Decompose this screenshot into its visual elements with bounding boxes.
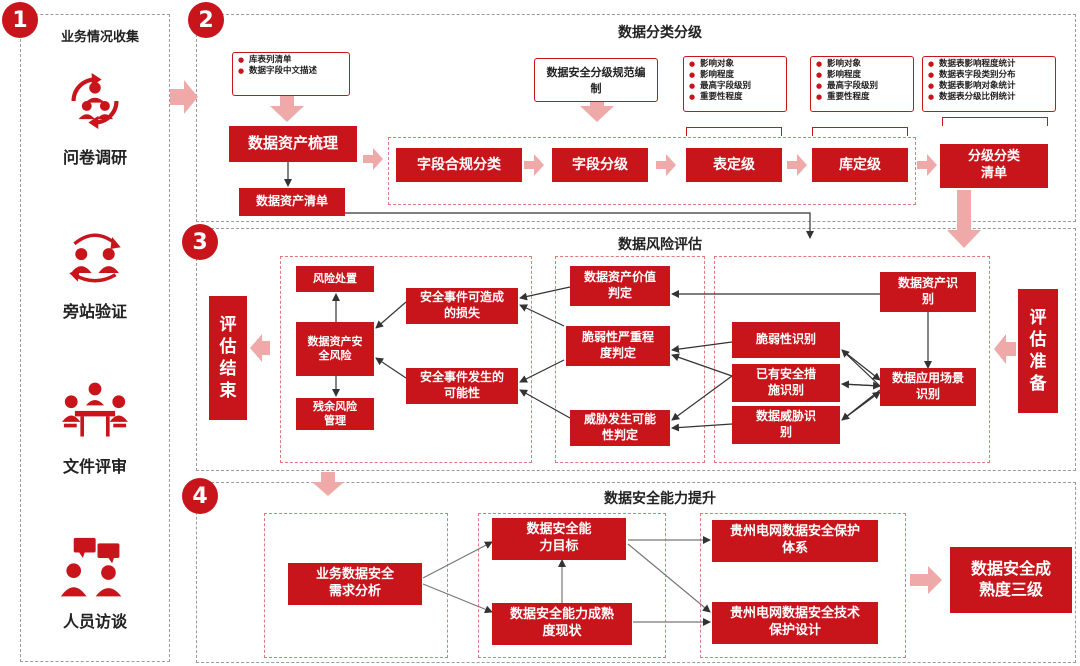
residual-risk-text: 残余风险管理 xyxy=(313,399,357,427)
maturity-level-text: 数据安全成熟度三级 xyxy=(970,559,1051,599)
step-2-badge: 2 xyxy=(188,2,224,38)
vuln-judge-text: 脆弱性严重程度判定 xyxy=(581,330,654,360)
data-asset-risk-box: 数据资产安全风险 xyxy=(296,322,374,376)
table-note-bracket xyxy=(686,127,782,136)
risk-handle-box: 风险处置 xyxy=(296,266,374,292)
capability-panel xyxy=(196,482,1076,663)
asset-list-note: 库表列清单 数据字段中文描述 xyxy=(232,52,350,96)
spec-note-text: 数据安全分级规范编制 xyxy=(546,66,646,95)
tech-design-text: 贵州电网数据安全技术保护设计 xyxy=(729,606,860,638)
protection-system-text: 贵州电网数据安全保护体系 xyxy=(729,524,860,556)
step-4-badge: 4 xyxy=(182,478,218,514)
grading-list-text: 分级分类清单 xyxy=(967,149,1020,181)
scene-identify-text: 数据应用场景识别 xyxy=(892,371,965,401)
protection-system-box: 贵州电网数据安全保护体系 xyxy=(712,520,878,562)
collection-item-label: 旁站验证 xyxy=(62,302,127,321)
capability-goal-text: 数据安全能力目标 xyxy=(526,522,592,554)
collection-item-label: 人员访谈 xyxy=(62,612,127,631)
note-item: 影响程度 xyxy=(816,70,909,81)
asset-identify-text: 数据资产识别 xyxy=(898,276,959,306)
threat-judge-text: 威胁发生可能性判定 xyxy=(584,412,657,442)
existing-measures-text: 已有安全措施识别 xyxy=(756,367,817,397)
grading-list-box: 分级分类清单 xyxy=(940,144,1048,188)
classification-title: 数据分类分级 xyxy=(618,25,702,41)
asset-identify-box: 数据资产识别 xyxy=(880,272,976,312)
stats-note-bracket xyxy=(942,117,1048,126)
capability-title: 数据安全能力提升 xyxy=(604,491,716,507)
note-item: 最高字段级别 xyxy=(816,81,909,92)
note-item: 数据表影响对象统计 xyxy=(928,81,1051,92)
eval-prep-box: 评估准备 xyxy=(1018,289,1058,413)
grading-group xyxy=(388,137,916,205)
needs-analysis-text: 业务数据安全需求分析 xyxy=(315,567,394,599)
collection-item-label: 问卷调研 xyxy=(62,148,127,167)
step-3-badge: 3 xyxy=(182,224,218,260)
note-item: 数据表分级比例统计 xyxy=(928,92,1051,103)
field-compliance-box: 字段合规分类 xyxy=(396,148,522,182)
stats-note: 数据表影响程度统计 数据表字段类别分布 数据表影响对象统计 数据表分级比例统计 xyxy=(922,56,1056,112)
note-item: 数据表影响程度统计 xyxy=(928,59,1051,70)
needs-analysis-box: 业务数据安全需求分析 xyxy=(288,563,422,605)
eval-end-text: 评估结束 xyxy=(219,314,237,402)
maturity-level-box: 数据安全成熟度三级 xyxy=(950,547,1072,613)
note-item: 影响对象 xyxy=(816,59,909,70)
note-item: 影响程度 xyxy=(689,70,782,81)
note-item: 库表列清单 xyxy=(238,55,345,66)
spec-note: 数据安全分级规范编制 xyxy=(534,58,658,102)
scene-identify-box: 数据应用场景识别 xyxy=(880,368,976,406)
vuln-identify-box: 脆弱性识别 xyxy=(732,322,840,358)
field-grading-box: 字段分级 xyxy=(552,148,648,182)
note-item: 影响对象 xyxy=(689,59,782,70)
threat-identify-box: 数据威胁识别 xyxy=(732,406,840,444)
note-item: 重要性程度 xyxy=(816,92,909,103)
existing-measures-box: 已有安全措施识别 xyxy=(732,364,840,402)
note-item: 数据字段中文描述 xyxy=(238,66,345,77)
risk-assessment-title: 数据风险评估 xyxy=(618,237,702,253)
asset-sort-box: 数据资产梳理 xyxy=(229,126,357,162)
maturity-status-box: 数据安全能力成熟度现状 xyxy=(492,603,632,645)
note-item: 最高字段级别 xyxy=(689,81,782,92)
residual-risk-box: 残余风险管理 xyxy=(296,398,374,430)
lib-note-bracket xyxy=(812,127,908,136)
table-grading-box: 表定级 xyxy=(686,148,782,182)
value-judge-box: 数据资产价值判定 xyxy=(570,266,670,306)
eval-prep-text: 评估准备 xyxy=(1029,307,1047,395)
interview-chat-icon xyxy=(60,537,122,597)
note-item: 数据表字段类别分布 xyxy=(928,70,1051,81)
collection-panel xyxy=(20,14,170,662)
lib-grading-box: 库定级 xyxy=(812,148,908,182)
questionnaire-people-icon xyxy=(71,72,119,130)
vuln-judge-box: 脆弱性严重程度判定 xyxy=(566,326,670,366)
event-possibility-text: 安全事件发生的可能性 xyxy=(419,370,504,400)
maturity-status-text: 数据安全能力成熟度现状 xyxy=(509,607,614,639)
collection-item-label: 文件评审 xyxy=(62,457,127,476)
capability-goal-box: 数据安全能力目标 xyxy=(492,518,626,560)
threat-judge-box: 威胁发生可能性判定 xyxy=(570,410,670,446)
exchange-people-icon xyxy=(69,233,121,283)
lib-note: 影响对象 影响程度 最高字段级别 重要性程度 xyxy=(810,56,914,112)
event-possibility-box: 安全事件发生的可能性 xyxy=(406,368,518,404)
asset-inventory-box: 数据资产清单 xyxy=(239,188,345,216)
value-judge-text: 数据资产价值判定 xyxy=(584,270,657,300)
event-loss-text: 安全事件可造成的损失 xyxy=(419,290,504,320)
meeting-table-icon xyxy=(62,382,128,437)
step-1-badge: 1 xyxy=(2,2,38,38)
eval-end-box: 评估结束 xyxy=(209,296,247,420)
table-note: 影响对象 影响程度 最高字段级别 重要性程度 xyxy=(683,56,787,112)
event-loss-box: 安全事件可造成的损失 xyxy=(406,288,518,324)
data-asset-risk-text: 数据资产安全风险 xyxy=(307,334,363,362)
note-item: 重要性程度 xyxy=(689,92,782,103)
collection-title: 业务情况收集 xyxy=(60,30,139,45)
threat-identify-text: 数据威胁识别 xyxy=(756,409,817,439)
tech-design-box: 贵州电网数据安全技术保护设计 xyxy=(712,602,878,644)
